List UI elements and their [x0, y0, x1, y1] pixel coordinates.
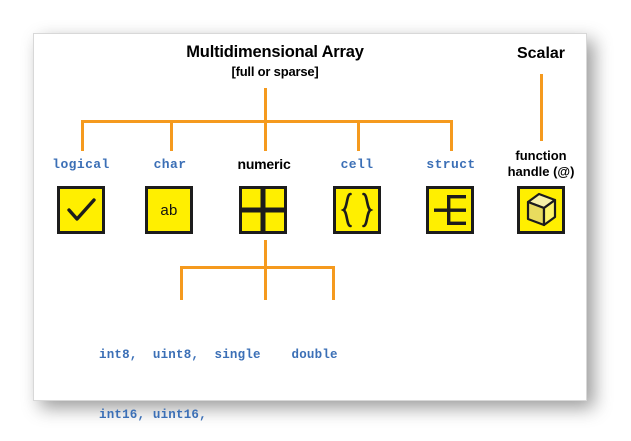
drop-line-numeric: [264, 120, 267, 151]
function-handle-label-line2: handle (@): [507, 163, 575, 179]
scalar-title: Scalar: [516, 45, 566, 62]
type-label-struct: struct: [426, 157, 476, 172]
numeric-types-row: int8, uint8, single double: [99, 348, 338, 362]
type-label-function-handle: function handle (@): [492, 148, 590, 179]
curly-braces-icon: [336, 189, 378, 231]
type-label-cell: cell: [340, 157, 374, 172]
tree-branch-icon: [429, 189, 471, 231]
numeric-drop-line-right: [332, 266, 335, 300]
char-icon-box[interactable]: ab: [145, 186, 193, 234]
numeric-stem-line: [264, 240, 267, 268]
root-subtitle-text: [full or sparse]: [231, 64, 319, 80]
type-label-numeric: numeric: [237, 156, 291, 172]
root-title: Multidimensional Array [full or sparse]: [132, 42, 418, 80]
matrix-grid-icon: [242, 189, 284, 231]
drop-line-char: [170, 120, 173, 151]
root-bus-line: [81, 120, 453, 123]
cube-icon: [520, 189, 562, 231]
numeric-types-list: int8, uint8, single double int16, uint16…: [99, 305, 338, 441]
diagram-card: [33, 33, 587, 401]
drop-line-logical: [81, 120, 84, 151]
function-handle-icon-box[interactable]: [517, 186, 565, 234]
root-stem-line: [264, 88, 267, 122]
scalar-stem-line: [540, 74, 543, 141]
type-label-char: char: [153, 157, 187, 172]
ab-text-icon: ab: [160, 201, 178, 219]
cell-icon-box[interactable]: [333, 186, 381, 234]
checkmark-icon: [60, 189, 102, 231]
function-handle-label-line1: function: [515, 148, 567, 163]
numeric-drop-line-left: [180, 266, 183, 300]
drop-line-cell: [357, 120, 360, 151]
logical-icon-box[interactable]: [57, 186, 105, 234]
numeric-drop-line-mid: [264, 266, 267, 300]
numeric-bus-line: [180, 266, 335, 269]
type-label-logical: logical: [52, 157, 110, 172]
numeric-types-row: int16, uint16,: [99, 408, 207, 422]
drop-line-struct: [450, 120, 453, 151]
numeric-icon-box[interactable]: [239, 186, 287, 234]
root-title-text: Multidimensional Array: [186, 43, 364, 61]
struct-icon-box[interactable]: [426, 186, 474, 234]
